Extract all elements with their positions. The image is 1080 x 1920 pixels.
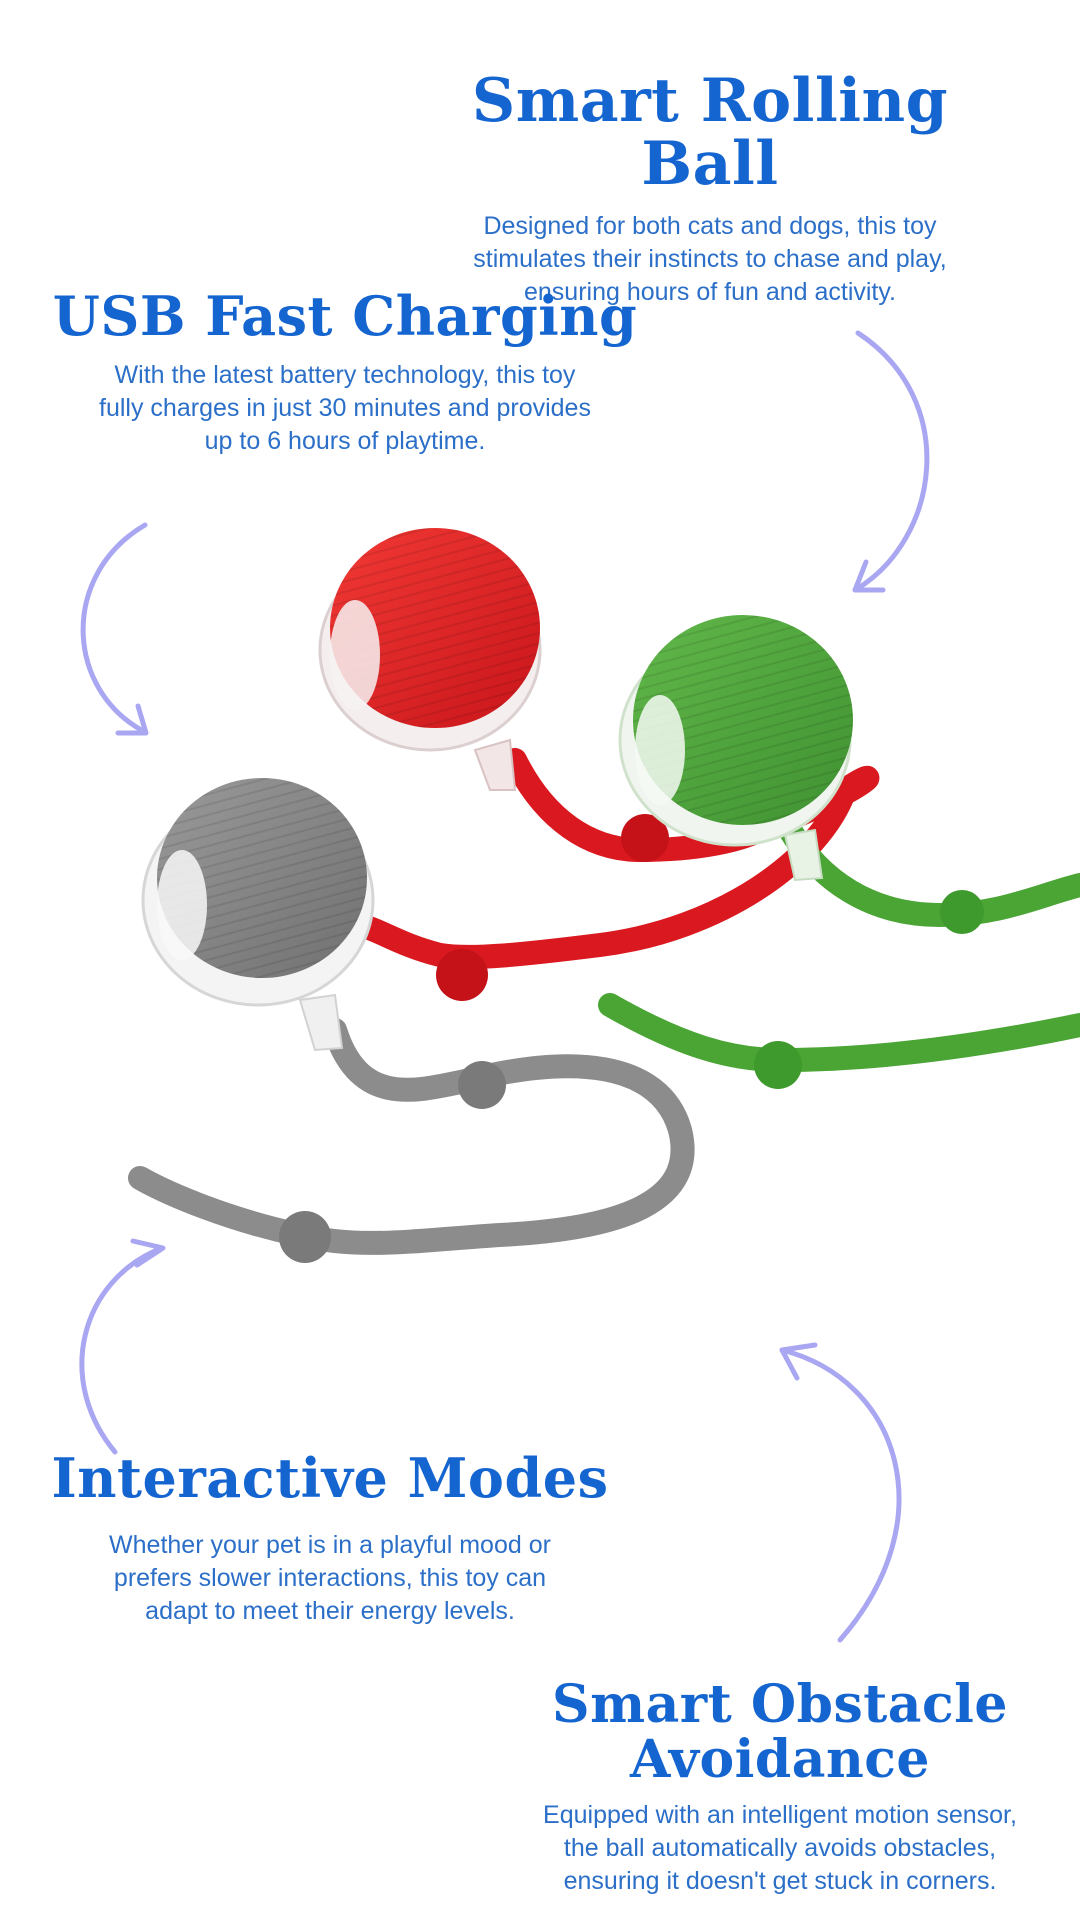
description-line: prefers slower interactions, this toy ca… [113, 1563, 547, 1592]
title-line: Avoidance [630, 1728, 930, 1790]
red-rope-knot-upper [621, 814, 669, 862]
green-rope-knot-lower [754, 1041, 802, 1089]
feature-title: USB Fast Charging [52, 284, 638, 348]
curved-arrow-icon-top-right [852, 330, 930, 593]
description-line: Designed for both cats and dogs, this to… [483, 212, 937, 240]
feature-title: Smart Obstacle Avoidance [500, 1677, 1060, 1790]
description-line: ensuring it doesn't get stuck in corners… [563, 1867, 997, 1896]
curved-arrow-icon-left-upper [80, 522, 149, 736]
title-line: Smart Obstacle [552, 1674, 1008, 1735]
description-line: stimulates their instincts to chase and … [473, 245, 947, 273]
feature-smart-rolling-ball: Smart Rolling Ball Designed for both cat… [400, 70, 1020, 309]
description-line: Whether your pet is in a playful mood or [109, 1530, 551, 1559]
green-rope-upper [778, 818, 1080, 928]
gray-ball [141, 778, 375, 1052]
green-rope-knot-upper [940, 890, 984, 934]
description-line: With the latest battery technology, this… [114, 360, 576, 389]
description-line: adapt to meet their energy levels. [145, 1596, 515, 1625]
feature-description: Equipped with an intelligent motion sens… [500, 1799, 1060, 1898]
feature-interactive-modes: Interactive Modes Whether your pet is in… [40, 1450, 620, 1628]
description-line: the ball automatically avoids obstacles, [563, 1834, 997, 1863]
feature-title: Smart Rolling Ball [471, 66, 949, 199]
feature-usb-fast-charging: USB Fast Charging With the latest batter… [50, 288, 640, 458]
gray-rope-knot-lower [279, 1211, 331, 1263]
curved-arrow-icon-bottom-right [779, 1342, 902, 1643]
curved-arrow-icon-left-lower [79, 1238, 166, 1455]
red-rope-knot-lower [436, 949, 488, 1001]
feature-description: With the latest battery technology, this… [50, 359, 640, 458]
description-line: fully charges in just 30 minutes and pro… [99, 393, 591, 422]
description-line: ensuring hours of fun and activity. [524, 278, 896, 306]
gray-rope-knot-upper [458, 1061, 506, 1109]
feature-description: Whether your pet is in a playful mood or… [40, 1529, 620, 1628]
green-ball [618, 615, 853, 882]
feature-description: Designed for both cats and dogs, this to… [400, 210, 1020, 309]
description-line: up to 6 hours of playtime. [204, 426, 486, 455]
description-line: Equipped with an intelligent motion sens… [543, 1801, 1017, 1830]
red-ball [318, 528, 542, 791]
feature-smart-obstacle-avoidance: Smart Obstacle Avoidance Equipped with a… [500, 1677, 1060, 1898]
feature-title: Interactive Modes [51, 1446, 609, 1510]
